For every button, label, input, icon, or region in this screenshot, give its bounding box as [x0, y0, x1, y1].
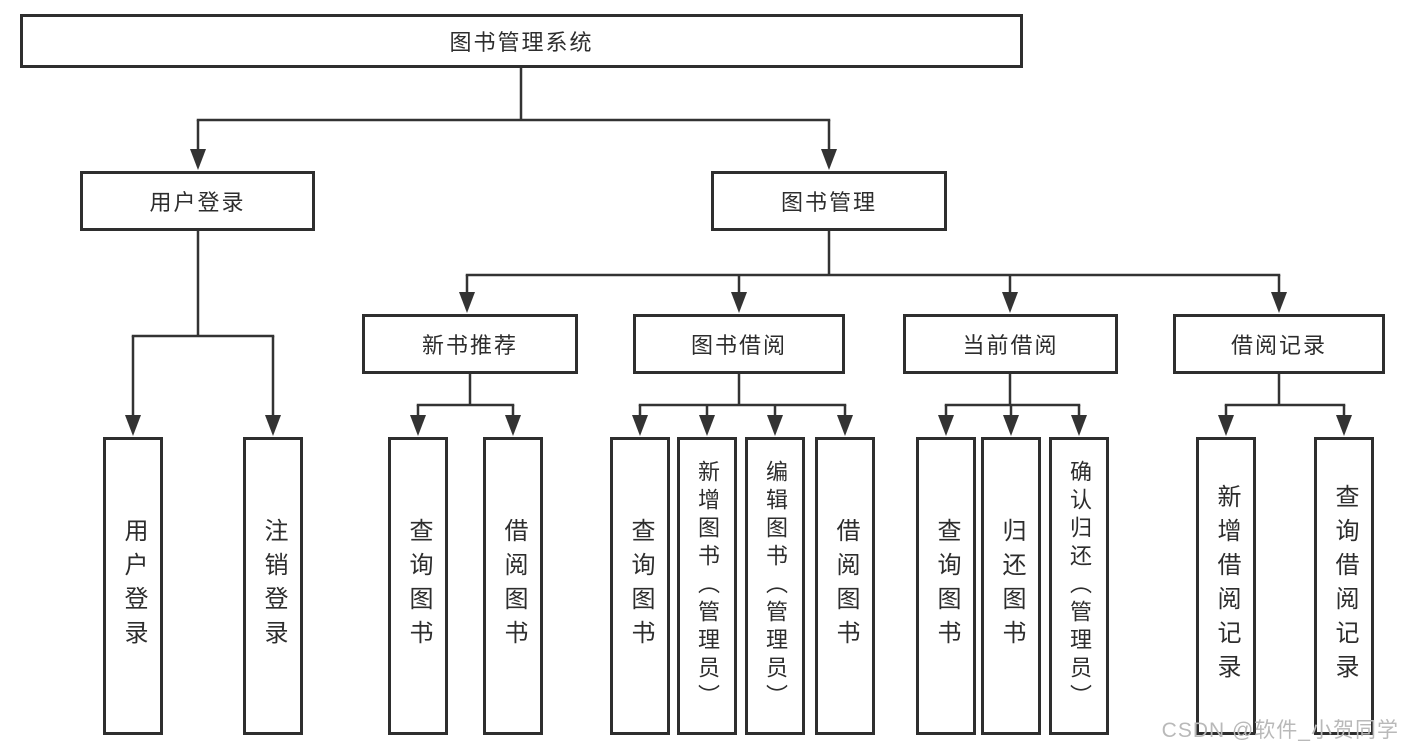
- leaf-query-books-current: 查询图书: [916, 437, 976, 735]
- arrow-down-icon: [821, 149, 837, 170]
- connector-book-management-to-level3: [465, 231, 1281, 296]
- leaf-add-borrow-record: 新增借阅记录: [1196, 437, 1256, 735]
- arrow-down-icon: [265, 415, 281, 436]
- arrow-down-icon: [767, 415, 783, 436]
- leaf-logout-label: 注销登录: [260, 518, 287, 654]
- leaf-query-books-borrow-label: 查询图书: [627, 518, 654, 654]
- node-new-book-recommend-label: 新书推荐: [421, 333, 518, 358]
- arrow-down-icon: [1071, 415, 1087, 436]
- node-current-borrow-label: 当前借阅: [962, 333, 1059, 358]
- connector-root-to-level2: [196, 68, 831, 153]
- node-borrow-records-label: 借阅记录: [1230, 333, 1327, 358]
- node-current-borrow: 当前借阅: [903, 314, 1118, 374]
- connector-borrow-records-to-leaves: [1224, 374, 1346, 419]
- leaf-logout: 注销登录: [243, 437, 303, 735]
- node-new-book-recommend: 新书推荐: [362, 314, 578, 374]
- arrow-down-icon: [410, 415, 426, 436]
- connector-book-borrow-to-leaves: [638, 374, 847, 419]
- arrow-down-icon: [505, 415, 521, 436]
- arrow-down-icon: [459, 292, 475, 313]
- arrow-down-icon: [1218, 415, 1234, 436]
- arrow-down-icon: [837, 415, 853, 436]
- node-book-borrow: 图书借阅: [633, 314, 845, 374]
- arrow-down-icon: [1003, 415, 1019, 436]
- arrow-down-icon: [1002, 292, 1018, 313]
- arrow-down-icon: [190, 149, 206, 170]
- leaf-return-books-label: 归还图书: [998, 518, 1025, 654]
- leaf-query-books-recommend-label: 查询图书: [405, 518, 432, 654]
- leaf-user-login-label: 用户登录: [120, 518, 147, 654]
- leaf-user-login: 用户登录: [103, 437, 163, 735]
- leaf-confirm-return-admin-label: 确认归还（管理员）: [1067, 460, 1092, 712]
- leaf-borrow-books: 借阅图书: [815, 437, 875, 735]
- node-library-management-system: 图书管理系统: [20, 14, 1023, 68]
- leaf-query-books-borrow: 查询图书: [610, 437, 670, 735]
- node-borrow-records: 借阅记录: [1173, 314, 1385, 374]
- connector-current-borrow-to-leaves: [944, 374, 1081, 419]
- leaf-borrow-books-recommend-label: 借阅图书: [500, 518, 527, 654]
- leaf-query-books-recommend: 查询图书: [388, 437, 448, 735]
- node-book-management: 图书管理: [711, 171, 947, 231]
- arrow-down-icon: [731, 292, 747, 313]
- csdn-watermark: CSDN @软件_小贺同学: [1161, 719, 1399, 742]
- leaf-borrow-books-label: 借阅图书: [832, 518, 859, 654]
- node-book-management-label: 图书管理: [780, 190, 877, 215]
- leaf-add-books-admin: 新增图书（管理员）: [677, 437, 737, 735]
- arrow-down-icon: [632, 415, 648, 436]
- leaf-add-books-admin-label: 新增图书（管理员）: [695, 460, 720, 712]
- leaf-return-books: 归还图书: [981, 437, 1041, 735]
- arrow-down-icon: [938, 415, 954, 436]
- leaf-query-borrow-record: 查询借阅记录: [1314, 437, 1374, 735]
- leaf-add-borrow-record-label: 新增借阅记录: [1213, 484, 1240, 688]
- leaf-query-borrow-record-label: 查询借阅记录: [1331, 484, 1358, 688]
- leaf-edit-books-admin-label: 编辑图书（管理员）: [763, 460, 788, 712]
- arrow-down-icon: [1336, 415, 1352, 436]
- arrow-down-icon: [125, 415, 141, 436]
- node-book-borrow-label: 图书借阅: [690, 333, 787, 358]
- arrow-down-icon: [1271, 292, 1287, 313]
- node-user-login: 用户登录: [80, 171, 315, 231]
- leaf-query-books-current-label: 查询图书: [933, 518, 960, 654]
- node-user-login-label: 用户登录: [149, 190, 246, 215]
- node-library-management-system-label: 图书管理系统: [449, 30, 594, 55]
- connector-new-book-recommend-to-leaves: [416, 374, 515, 419]
- leaf-borrow-books-recommend: 借阅图书: [483, 437, 543, 735]
- arrow-down-icon: [699, 415, 715, 436]
- leaf-confirm-return-admin: 确认归还（管理员）: [1049, 437, 1109, 735]
- leaf-edit-books-admin: 编辑图书（管理员）: [745, 437, 805, 735]
- connector-user-login-to-leaves: [131, 231, 275, 419]
